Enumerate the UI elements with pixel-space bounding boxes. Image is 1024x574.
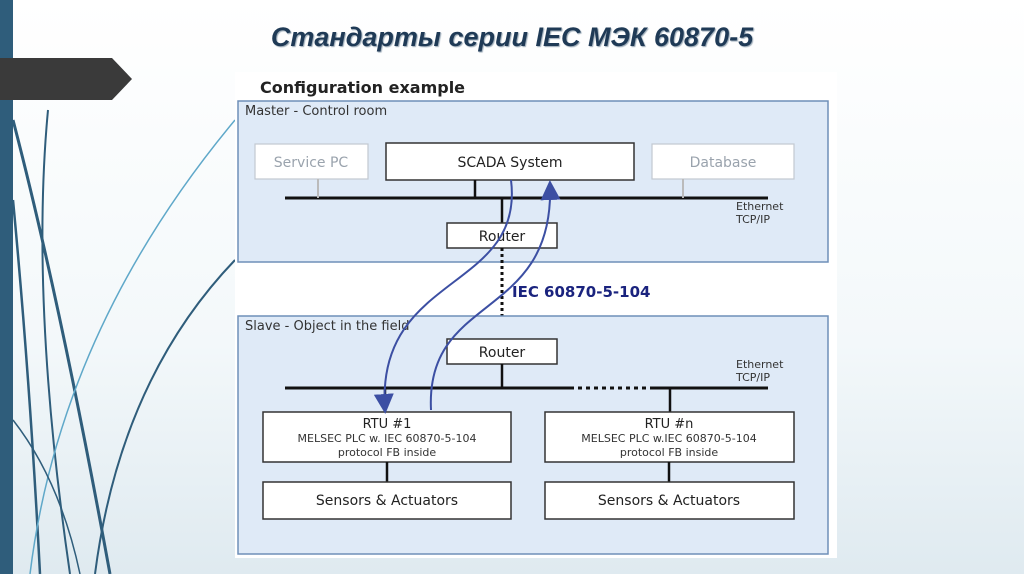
rtun-line1: MELSEC PLC w.IEC 60870-5-104 <box>581 432 756 445</box>
sensorsn-label: Sensors & Actuators <box>598 493 740 509</box>
service-pc-label: Service PC <box>274 155 349 171</box>
rtun-line2: protocol FB inside <box>620 446 719 459</box>
slave-zone-label: Slave - Object in the field <box>245 319 409 334</box>
left-accent-bar <box>0 0 13 574</box>
slide-arrow-tab <box>0 58 132 100</box>
master-zone-label: Master - Control room <box>245 104 387 119</box>
database-label: Database <box>690 155 757 171</box>
sensorsn-box <box>544 481 795 520</box>
slave-router-label: Router <box>479 345 526 361</box>
request-arrow <box>373 179 513 414</box>
database-box <box>651 143 795 180</box>
master-network-label-2: TCP/IP <box>735 213 770 226</box>
rtu1-line1: MELSEC PLC w. IEC 60870-5-104 <box>298 432 477 445</box>
master-network-label-1: Ethernet <box>736 200 784 213</box>
slave-router-box <box>446 338 558 365</box>
slave-network-label-1: Ethernet <box>736 358 784 371</box>
rtun-box <box>544 411 795 463</box>
decorative-curves <box>11 109 236 574</box>
rtu1-box <box>262 411 512 463</box>
scada-system-label: SCADA System <box>457 155 562 171</box>
response-arrow <box>429 180 561 411</box>
master-router-label: Router <box>479 229 526 245</box>
diagram-heading: Configuration example <box>260 78 465 97</box>
iec-link-label: IEC 60870-5-104 <box>512 283 650 301</box>
scada-system-box <box>385 142 635 181</box>
slave-network-label-2: TCP/IP <box>735 371 770 384</box>
rtu1-title: RTU #1 <box>363 417 412 432</box>
slide-title: Стандарты серии IEC МЭК 60870-5 <box>270 22 754 52</box>
service-pc-box <box>254 143 369 180</box>
sensors1-box <box>262 481 512 520</box>
rtun-title: RTU #n <box>645 417 694 432</box>
configuration-diagram: Configuration example Master - Control r… <box>235 72 837 558</box>
rtu1-line2: protocol FB inside <box>338 446 437 459</box>
sensors1-label: Sensors & Actuators <box>316 493 458 509</box>
